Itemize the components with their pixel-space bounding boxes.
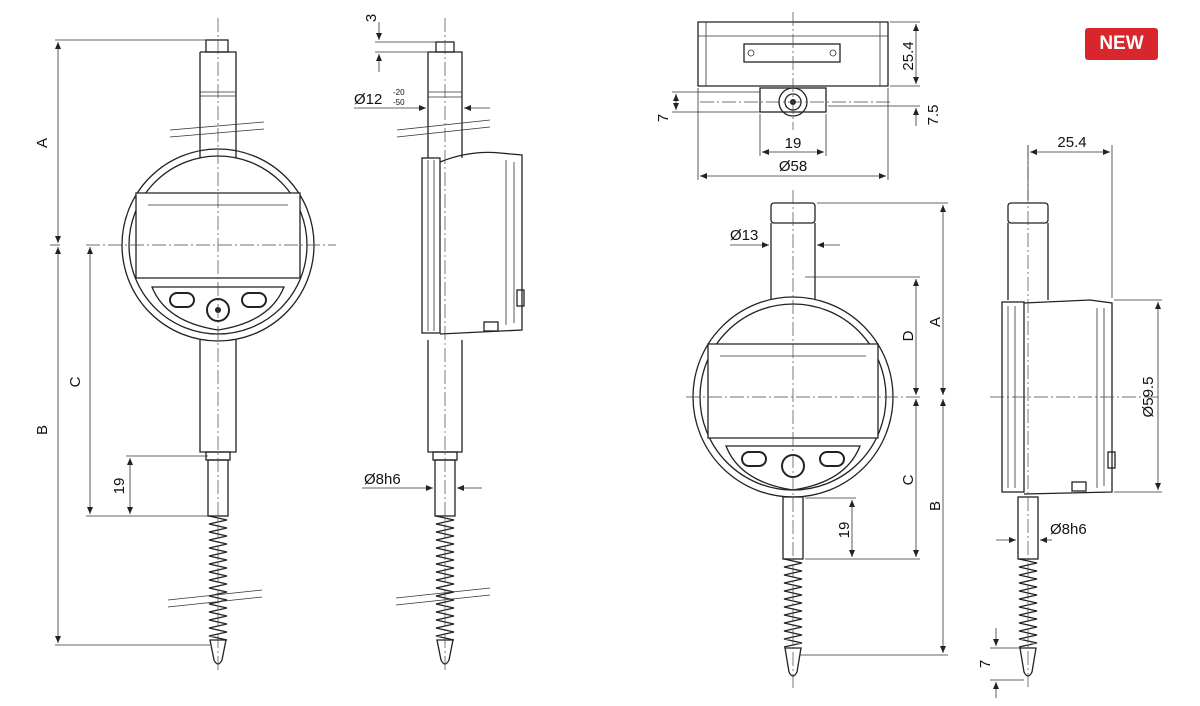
- top-view: 25.4 7.5 7 19 Ø58: [655, 12, 942, 180]
- dim-7-top-label: 7: [655, 114, 672, 122]
- side-view-left: 3 Ø12 -20 -50 Ø8h6: [354, 14, 525, 672]
- dim-d-label: D: [900, 330, 917, 341]
- dim-7-5-label: 7.5: [925, 105, 942, 126]
- dim-a-label: A: [34, 138, 51, 148]
- dim-c-right-label: C: [900, 474, 917, 485]
- dim-d12-tol-upper: -20: [393, 88, 405, 97]
- dim-b-right-label: B: [927, 501, 944, 511]
- dim-b-label: B: [34, 425, 51, 435]
- dim-d12-label: Ø12: [354, 91, 382, 108]
- dim-a-right-label: A: [927, 317, 944, 327]
- dim-19-top-label: 19: [785, 135, 802, 152]
- dim-7-side-label: 7: [977, 660, 994, 668]
- new-badge: NEW: [1085, 28, 1158, 60]
- side-view-right: 25.4 Ø59.5 Ø8h6 7: [977, 134, 1162, 698]
- dim-25-4-side-label: 25.4: [1057, 134, 1086, 151]
- dim-3-label: 3: [363, 14, 380, 22]
- dim-d8h6-label-left: Ø8h6: [364, 471, 401, 488]
- dim-c-label: C: [67, 376, 84, 387]
- dim-19-right-label: 19: [836, 522, 853, 539]
- dim-19-label: 19: [111, 478, 128, 495]
- dim-d12-tol-lower: -50: [393, 98, 405, 107]
- dim-25-4-top-label: 25.4: [900, 41, 917, 70]
- dim-d59-5-label: Ø59.5: [1140, 377, 1157, 418]
- dim-d8h6-label-right: Ø8h6: [1050, 521, 1087, 538]
- dim-d58-label: Ø58: [779, 158, 807, 175]
- front-view-right: A D B C 19 Ø13: [686, 190, 948, 690]
- front-view-left: A B C 19: [34, 18, 336, 672]
- dim-d13-label: Ø13: [730, 227, 758, 244]
